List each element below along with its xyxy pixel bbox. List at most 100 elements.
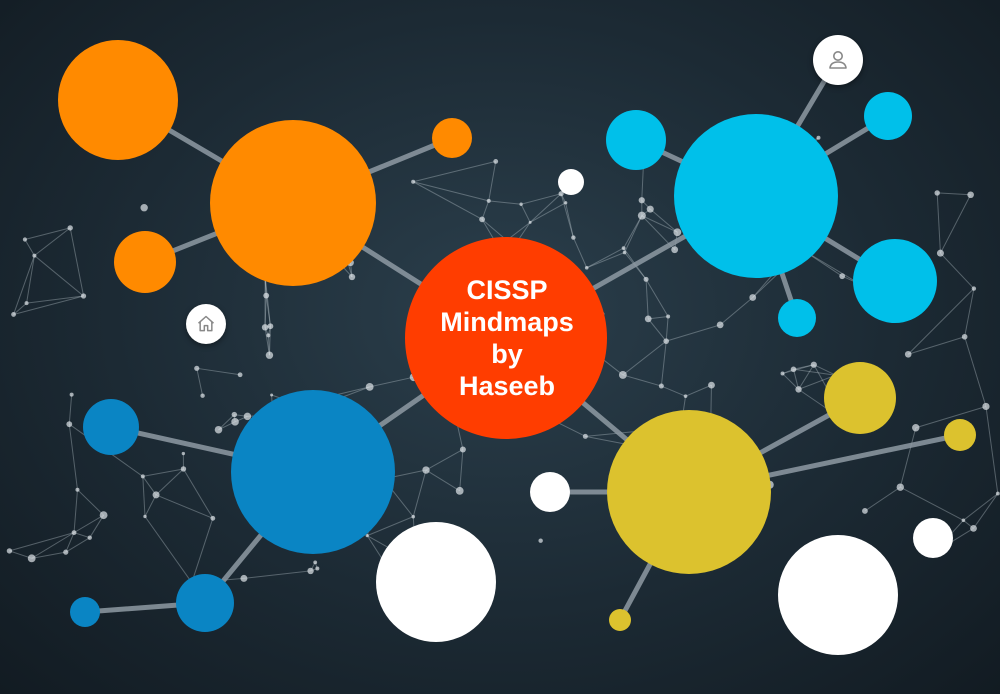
mesh-dot bbox=[658, 383, 664, 389]
yellow-node[interactable] bbox=[609, 609, 631, 631]
mesh-line bbox=[191, 518, 214, 583]
cyan-node[interactable] bbox=[778, 299, 816, 337]
mesh-dot bbox=[411, 179, 416, 184]
yellow-node[interactable] bbox=[944, 419, 976, 451]
mesh-dot bbox=[519, 202, 523, 206]
mesh-line bbox=[26, 255, 35, 304]
mesh-dot bbox=[140, 204, 148, 212]
mesh-dot bbox=[411, 514, 416, 519]
mesh-line bbox=[572, 237, 588, 268]
mesh-dot bbox=[365, 382, 374, 391]
mesh-dot bbox=[265, 351, 274, 359]
mesh-dot bbox=[582, 433, 588, 439]
orange-node[interactable] bbox=[432, 118, 472, 158]
mesh-line bbox=[264, 295, 267, 328]
mesh-dot bbox=[967, 191, 974, 199]
mesh-line bbox=[802, 249, 861, 285]
white-node[interactable] bbox=[376, 522, 496, 642]
mesh-dot bbox=[683, 394, 688, 398]
cyan-node[interactable] bbox=[606, 110, 666, 170]
mesh-line bbox=[793, 369, 800, 390]
cyan-node[interactable] bbox=[853, 239, 937, 323]
mesh-dot bbox=[896, 483, 904, 491]
mesh-line bbox=[529, 193, 562, 223]
mesh-dot bbox=[237, 372, 243, 378]
mesh-dot bbox=[584, 265, 589, 270]
mesh-dot bbox=[267, 323, 274, 330]
orange-node[interactable] bbox=[114, 231, 176, 293]
cyan-node[interactable] bbox=[674, 114, 838, 278]
mesh-line bbox=[798, 364, 815, 390]
blue-node[interactable] bbox=[231, 390, 395, 554]
mesh-line bbox=[34, 227, 71, 256]
white-node[interactable] bbox=[558, 169, 584, 195]
mesh-dot bbox=[143, 514, 147, 519]
mesh-line bbox=[586, 247, 624, 269]
mesh-line bbox=[660, 341, 667, 387]
blue-node[interactable] bbox=[70, 597, 100, 627]
mesh-line bbox=[560, 193, 574, 238]
yellow-node[interactable] bbox=[824, 362, 896, 434]
user-button[interactable] bbox=[813, 35, 863, 85]
mesh-dot bbox=[479, 216, 485, 223]
white-node[interactable] bbox=[530, 472, 570, 512]
mesh-line bbox=[937, 192, 971, 196]
mesh-dot bbox=[961, 518, 966, 523]
mesh-line bbox=[963, 493, 999, 521]
orange-node[interactable] bbox=[210, 120, 376, 286]
center-node[interactable] bbox=[405, 237, 607, 439]
mesh-dot bbox=[266, 333, 271, 338]
mesh-line bbox=[155, 468, 184, 496]
mesh-line bbox=[142, 476, 157, 496]
mesh-dot bbox=[982, 402, 990, 411]
orange-node[interactable] bbox=[58, 40, 178, 160]
cyan-node[interactable] bbox=[864, 92, 912, 140]
mesh-dot bbox=[571, 235, 576, 240]
mesh-line bbox=[413, 160, 496, 183]
mesh-line bbox=[488, 200, 522, 205]
mesh-dot bbox=[810, 361, 817, 368]
mesh-dot bbox=[839, 273, 846, 280]
mesh-dot bbox=[666, 314, 671, 319]
mesh-dot bbox=[716, 321, 724, 329]
mesh-dot bbox=[646, 205, 654, 213]
mesh-line bbox=[488, 161, 497, 201]
mesh-line bbox=[196, 367, 241, 376]
mesh-line bbox=[623, 215, 643, 249]
mesh-dot bbox=[261, 324, 269, 331]
mesh-line bbox=[586, 252, 625, 269]
mesh-dot bbox=[80, 293, 87, 299]
mesh-line bbox=[34, 255, 84, 297]
mesh-dot bbox=[995, 491, 1000, 496]
mesh-line bbox=[908, 336, 965, 355]
mesh-line bbox=[13, 255, 35, 315]
white-node[interactable] bbox=[913, 518, 953, 558]
mesh-dot bbox=[270, 393, 274, 397]
mesh-line bbox=[65, 537, 90, 553]
blue-node[interactable] bbox=[83, 399, 139, 455]
white-node[interactable] bbox=[778, 535, 898, 655]
mesh-dot bbox=[644, 315, 652, 323]
user-icon bbox=[829, 51, 847, 69]
blue-node[interactable] bbox=[176, 574, 234, 632]
mesh-dot bbox=[528, 220, 532, 224]
mesh-line bbox=[622, 374, 662, 387]
mesh-line bbox=[685, 384, 712, 397]
mesh-line bbox=[649, 208, 678, 233]
mesh-line bbox=[68, 394, 73, 425]
home-button[interactable] bbox=[186, 304, 226, 344]
mesh-dot bbox=[638, 197, 645, 204]
mesh-dot bbox=[936, 249, 944, 257]
mesh-dot bbox=[912, 424, 920, 432]
mesh-line bbox=[936, 192, 941, 254]
mesh-line bbox=[31, 532, 75, 559]
yellow-node[interactable] bbox=[607, 410, 771, 574]
mesh-line bbox=[13, 295, 84, 315]
mesh-line bbox=[622, 340, 667, 376]
mesh-dot bbox=[180, 466, 187, 472]
mesh-dot bbox=[618, 371, 627, 379]
mesh-line bbox=[964, 288, 975, 337]
mesh-line bbox=[565, 202, 574, 238]
mesh-line bbox=[907, 288, 975, 355]
mesh-line bbox=[624, 215, 643, 253]
